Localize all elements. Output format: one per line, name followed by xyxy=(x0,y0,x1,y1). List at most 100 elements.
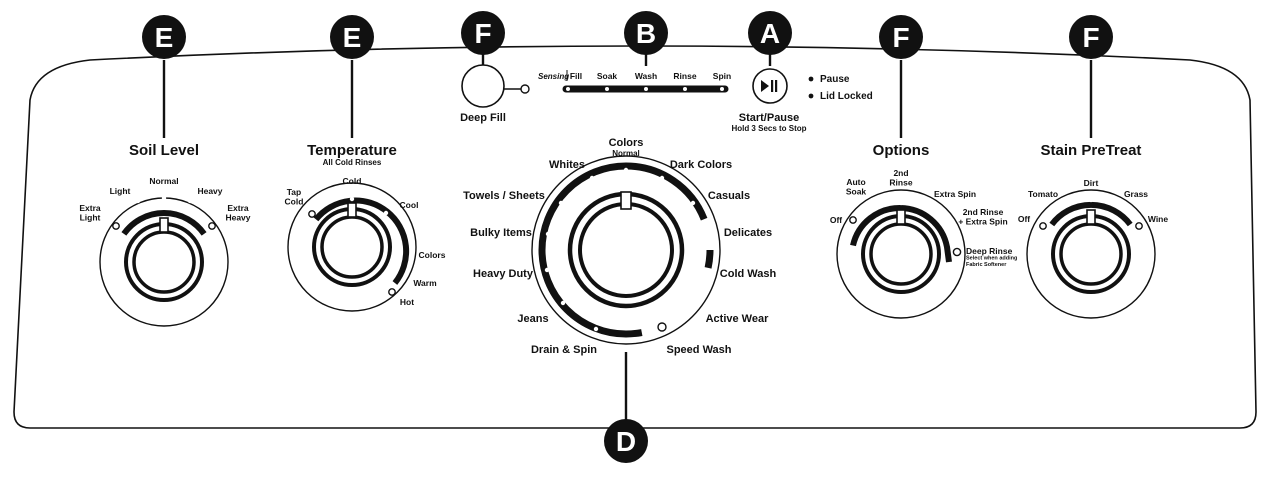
cycle-dot-jeans xyxy=(560,300,566,306)
soil-dot-light xyxy=(135,198,141,204)
callout-b-letter: B xyxy=(636,18,656,49)
options-opt-off: Off xyxy=(830,215,842,225)
temperature-title: Temperature xyxy=(307,142,397,159)
callout-e2: E xyxy=(330,15,374,59)
temp-opt-cold: Cold xyxy=(343,176,362,186)
status-stage-spin: Spin xyxy=(713,71,731,81)
cycle-opt-towels: Towels / Sheets xyxy=(463,190,545,202)
temperature-subtitle: All Cold Rinses xyxy=(323,158,382,167)
cycle-selector: Colors Normal Whites Dark Colors Towels … xyxy=(463,137,776,420)
callout-f2: F xyxy=(879,15,923,59)
cycle-opt-delicates: Delicates xyxy=(724,227,772,239)
temp-dot-hot xyxy=(388,288,396,296)
stain-dot-off xyxy=(1039,222,1047,230)
cycle-bezel xyxy=(531,155,721,345)
pause-indicator-dot xyxy=(808,76,814,82)
soil-opt-heavy: Heavy xyxy=(197,186,222,196)
cycle-arc-ring xyxy=(538,162,714,338)
options-bezel xyxy=(836,189,966,319)
callout-a-letter: A xyxy=(760,18,780,49)
callout-b: B xyxy=(624,11,668,55)
play-pause-icon xyxy=(761,80,778,92)
deep-fill-button[interactable] xyxy=(461,64,505,108)
cycle-dot-heavy-duty xyxy=(544,267,550,273)
temp-opt-cool: Cool xyxy=(400,200,419,210)
callout-f1: F xyxy=(461,11,505,55)
stain-opt-wine: Wine xyxy=(1148,214,1169,224)
callout-d-letter: D xyxy=(616,426,636,457)
temp-opt-hot: Hot xyxy=(400,297,414,307)
lid-locked-indicator-dot xyxy=(808,93,814,99)
soil-opt-normal: Normal xyxy=(149,176,178,186)
start-pause-button[interactable] xyxy=(752,68,788,104)
cycle-status-bar: Sensing Fill Soak Wash Rinse Spin xyxy=(538,40,731,93)
options-arc xyxy=(850,205,952,263)
temp-opt-warm: Warm xyxy=(413,278,437,288)
status-dot-spin xyxy=(720,87,724,91)
stain-dot-dirt xyxy=(1088,197,1094,203)
deep-fill-control: Deep Fill xyxy=(460,40,530,124)
options-opt-deep-rinse: Deep Rinse xyxy=(966,246,1013,256)
options-opt-extra-spin: Extra Spin xyxy=(934,189,976,199)
options-title: Options xyxy=(873,142,930,159)
soil-dot-extra-light xyxy=(112,222,120,230)
status-stage-rinse: Rinse xyxy=(673,71,696,81)
cycle-opt-colors-sub: Normal xyxy=(612,149,640,158)
temp-dot-cold xyxy=(349,196,355,202)
cycle-opt-active-wear: Active Wear xyxy=(706,313,769,325)
soil-dot-heavy xyxy=(187,198,193,204)
soil-level-title: Soil Level xyxy=(129,142,199,159)
cycle-dot-speed-wash xyxy=(657,322,667,332)
stain-opt-tomato: Tomato xyxy=(1028,189,1058,199)
deep-fill-indicator xyxy=(520,84,530,94)
cycle-opt-speed-wash: Speed Wash xyxy=(667,344,732,356)
stain-pretreat-arc xyxy=(1049,201,1133,227)
options-dot-deep-rinse xyxy=(952,247,962,257)
temp-dot-warm xyxy=(389,269,395,275)
options-pointer xyxy=(896,209,906,225)
stain-pretreat-bezel xyxy=(1026,189,1156,319)
temp-opt-colors: Colors xyxy=(419,250,446,260)
soil-dot-extra-heavy xyxy=(208,222,216,230)
cycle-opt-jeans: Jeans xyxy=(517,313,548,325)
lid-locked-indicator-label: Lid Locked xyxy=(820,91,873,102)
status-sensing: Sensing xyxy=(538,72,569,81)
temp-dot-tap-cold xyxy=(308,210,316,218)
cycle-dot-whites xyxy=(589,175,595,181)
callout-f3-letter: F xyxy=(1082,22,1099,53)
status-stage-fill: Fill xyxy=(570,71,582,81)
cycle-opt-whites: Whites xyxy=(549,159,585,171)
temperature-bezel xyxy=(287,182,417,312)
options-dot-2nd-rinse xyxy=(898,200,904,206)
stain-pretreat-pointer xyxy=(1086,209,1096,225)
cycle-dot-towels xyxy=(558,200,564,206)
callout-e2-letter: E xyxy=(343,22,362,53)
options-dot-auto-soak xyxy=(869,204,875,210)
callout-f2-letter: F xyxy=(892,22,909,53)
soil-level-pointer xyxy=(159,217,169,233)
callout-f3: F xyxy=(1069,15,1113,59)
temp-dot-cool xyxy=(383,210,389,216)
temp-dot-colors xyxy=(397,247,403,253)
cycle-opt-drain-spin: Drain & Spin xyxy=(531,344,597,356)
cycle-dot-colors xyxy=(623,167,629,173)
cycle-opt-casuals: Casuals xyxy=(708,190,750,202)
cycle-dot-delicates xyxy=(703,231,709,237)
stain-opt-grass: Grass xyxy=(1124,189,1148,199)
stain-dot-grass xyxy=(1115,203,1121,209)
status-dot-rinse xyxy=(683,87,687,91)
cycle-dot-cold-wash xyxy=(703,267,709,273)
cycle-pointer xyxy=(620,191,632,210)
panel-outline xyxy=(13,45,1257,429)
cycle-dot-dark-colors xyxy=(659,175,665,181)
soil-opt-light: Light xyxy=(110,186,131,196)
soil-level-arc xyxy=(121,210,207,236)
callout-f1-letter: F xyxy=(474,18,491,49)
